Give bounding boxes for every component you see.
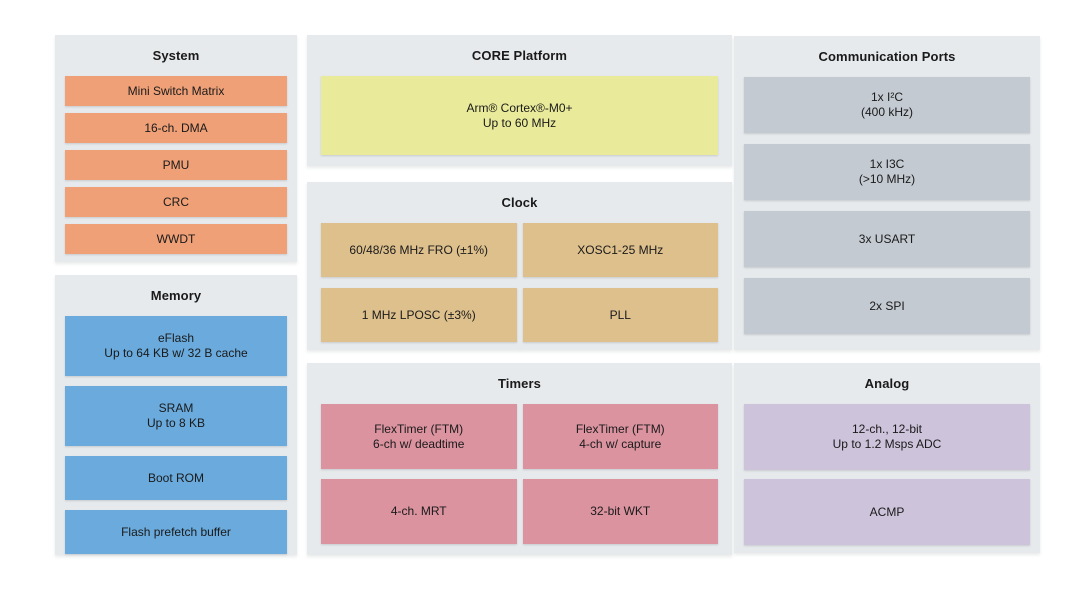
block-16ch-dma: 16-ch. DMA bbox=[65, 113, 287, 143]
panel-core-platform: CORE Platform Arm® Cortex®-M0+ Up to 60 … bbox=[307, 35, 732, 166]
block-wkt: 32-bit WKT bbox=[522, 479, 718, 544]
panel-communication-ports: Communication Ports 1x I²C (400 kHz) 1x … bbox=[734, 36, 1040, 350]
block-ftm-4ch: FlexTimer (FTM) 4-ch w/ capture bbox=[522, 404, 718, 469]
system-blocks: Mini Switch Matrix 16-ch. DMA PMU CRC WW… bbox=[55, 76, 297, 254]
block-pll: PLL bbox=[522, 288, 718, 342]
block-eflash: eFlash Up to 64 KB w/ 32 B cache bbox=[65, 316, 287, 376]
block-i2c: 1x I²C (400 kHz) bbox=[744, 77, 1030, 133]
memory-blocks: eFlash Up to 64 KB w/ 32 B cache SRAM Up… bbox=[55, 316, 297, 554]
block-ftm-6ch: FlexTimer (FTM) 6-ch w/ deadtime bbox=[321, 404, 517, 469]
block-xosc: XOSC1-25 MHz bbox=[522, 223, 718, 277]
communication-ports-panel-title: Communication Ports bbox=[818, 49, 956, 64]
panel-clock: Clock 60/48/36 MHz FRO (±1%) XOSC1-25 MH… bbox=[307, 182, 732, 350]
block-mini-switch-matrix: Mini Switch Matrix bbox=[65, 76, 287, 106]
block-crc: CRC bbox=[65, 187, 287, 217]
clock-blocks: 60/48/36 MHz FRO (±1%) XOSC1-25 MHz 1 MH… bbox=[307, 223, 732, 342]
panel-system: System Mini Switch Matrix 16-ch. DMA PMU… bbox=[55, 35, 297, 262]
system-panel-title: System bbox=[152, 48, 200, 63]
timers-panel-title: Timers bbox=[498, 376, 541, 391]
block-wwdt: WWDT bbox=[65, 224, 287, 254]
block-flash-prefetch-buffer: Flash prefetch buffer bbox=[65, 510, 287, 554]
core-platform-blocks: Arm® Cortex®-M0+ Up to 60 MHz bbox=[307, 76, 732, 155]
memory-panel-title: Memory bbox=[150, 288, 202, 303]
core-platform-panel-title: CORE Platform bbox=[471, 48, 568, 63]
block-mrt: 4-ch. MRT bbox=[321, 479, 517, 544]
block-boot-rom: Boot ROM bbox=[65, 456, 287, 500]
panel-analog: Analog 12-ch., 12-bit Up to 1.2 Msps ADC… bbox=[734, 363, 1040, 553]
timers-blocks: FlexTimer (FTM) 6-ch w/ deadtime FlexTim… bbox=[307, 404, 732, 544]
block-usart: 3x USART bbox=[744, 211, 1030, 267]
panel-timers: Timers FlexTimer (FTM) 6-ch w/ deadtime … bbox=[307, 363, 732, 555]
analog-blocks: 12-ch., 12-bit Up to 1.2 Msps ADC ACMP bbox=[734, 404, 1040, 545]
block-i3c: 1x I3C (>10 MHz) bbox=[744, 144, 1030, 200]
analog-panel-title: Analog bbox=[864, 376, 910, 391]
clock-panel-title: Clock bbox=[501, 195, 538, 210]
block-arm-cortex-m0plus: Arm® Cortex®-M0+ Up to 60 MHz bbox=[321, 76, 718, 155]
block-acmp: ACMP bbox=[744, 479, 1030, 545]
block-fro: 60/48/36 MHz FRO (±1%) bbox=[321, 223, 517, 277]
communication-ports-blocks: 1x I²C (400 kHz) 1x I3C (>10 MHz) 3x USA… bbox=[734, 77, 1040, 334]
block-sram: SRAM Up to 8 KB bbox=[65, 386, 287, 446]
block-adc: 12-ch., 12-bit Up to 1.2 Msps ADC bbox=[744, 404, 1030, 470]
block-pmu: PMU bbox=[65, 150, 287, 180]
panel-memory: Memory eFlash Up to 64 KB w/ 32 B cache … bbox=[55, 275, 297, 555]
block-lposc: 1 MHz LPOSC (±3%) bbox=[321, 288, 517, 342]
block-spi: 2x SPI bbox=[744, 278, 1030, 334]
